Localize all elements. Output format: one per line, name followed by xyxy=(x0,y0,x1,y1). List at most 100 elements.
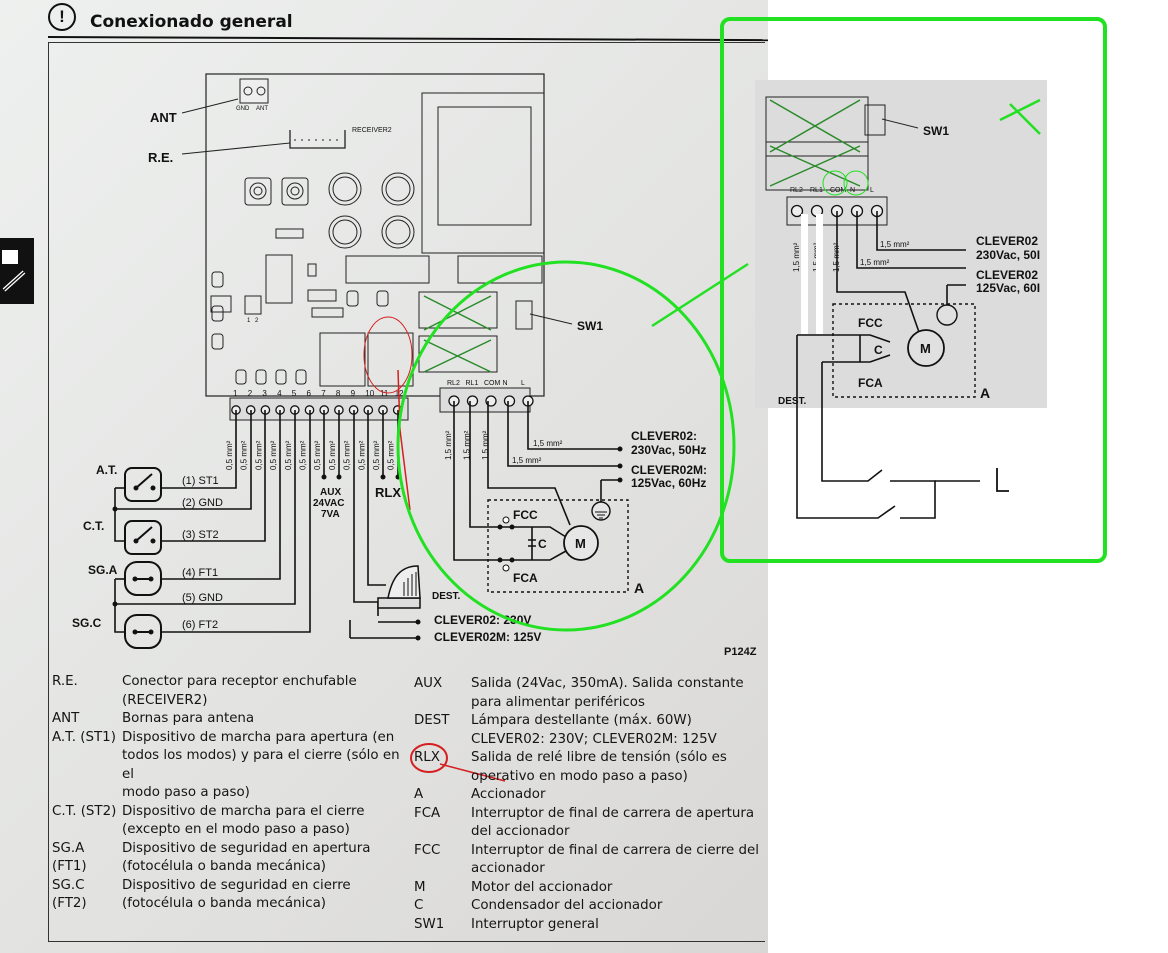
legend-line: para alimentar periféricos xyxy=(471,694,645,710)
legend-description: Lámpara destellante (máx. 60W)CLEVER02: … xyxy=(471,712,764,749)
aux-voltage: 24VAC xyxy=(313,498,345,509)
legend-line: operativo en modo paso a paso) xyxy=(471,768,688,784)
legend-description: Motor del accionador xyxy=(471,879,764,898)
legend-description: Accionador xyxy=(471,786,764,805)
legend-key: ANT xyxy=(52,711,80,726)
inset-clever02m-spec: 125Vac, 60I xyxy=(976,281,1040,295)
dip-switch xyxy=(244,295,262,315)
power-terminal-label: COM xyxy=(484,380,501,387)
inset-ground-icon xyxy=(936,304,958,326)
legend-line: (fotocélula o banda mecánica) xyxy=(122,896,327,911)
terminal-number: 3 xyxy=(262,389,267,398)
inset-terminal-label: COM xyxy=(830,187,847,194)
inset-actuator-box xyxy=(832,303,976,398)
fcc-label: FCC xyxy=(513,508,538,522)
inset-sw1-leader xyxy=(881,118,919,129)
legend-entry: SW1 Interruptor general xyxy=(414,916,764,935)
terminal-number: 4 xyxy=(277,389,282,398)
inset-fuse-holder-1 xyxy=(765,96,869,157)
ct-label: C.T. xyxy=(83,519,104,533)
power-terminal-label: L xyxy=(521,380,525,387)
terminal-number: 11 xyxy=(380,389,389,398)
ant-leader-line xyxy=(181,98,239,114)
ground-glyph xyxy=(595,511,607,519)
legend-line: Accionador xyxy=(471,787,546,802)
power-junctions xyxy=(497,446,623,563)
figure-code: P124Z xyxy=(724,646,757,658)
legend-line: todos los modos) y para el cierre (sólo … xyxy=(122,748,400,782)
terminal-block-12 xyxy=(229,397,409,421)
page-title: Conexionado general xyxy=(90,12,293,32)
motor-label: M xyxy=(575,536,586,551)
inset-wire-gauge: 1,5 mm² xyxy=(792,242,801,272)
red-highlight-rlx[interactable] xyxy=(410,743,448,773)
legend-entry: SG.A (FT1)Dispositivo de seguridad en ap… xyxy=(52,840,412,877)
wire-gauge-label: 0,5 mm² xyxy=(313,440,322,470)
legend-entry: SG.C (FT2)Dispositivo de seguridad en ci… xyxy=(52,877,412,914)
green-inset-frame[interactable] xyxy=(720,17,1107,563)
legend-description: Dispositivo de marcha para el cierre(exc… xyxy=(122,803,412,840)
potentiometers xyxy=(244,177,309,206)
terminal-number: 7 xyxy=(321,389,326,398)
led-1 xyxy=(211,271,224,288)
power-terminal-pin xyxy=(503,395,516,407)
inset-actuator-label: A xyxy=(980,385,990,401)
power-wire-gauge: 1,5 mm² xyxy=(463,430,472,460)
legend-line: Lámpara destellante (máx. 60W) xyxy=(471,713,692,728)
legend-key: AUX xyxy=(414,676,443,691)
figure-frame xyxy=(48,42,765,942)
lamp-clever02-voltage: CLEVER02: 230V xyxy=(434,613,531,627)
inset-green-crosses xyxy=(769,99,861,187)
red-highlight-relay[interactable] xyxy=(363,316,413,394)
inset-clever02-spec: 230Vac, 50I xyxy=(976,248,1040,262)
wire-gauge-label: 0,5 mm² xyxy=(284,440,293,470)
capacitors xyxy=(328,172,415,249)
legend-description: Dispositivo de seguridad en apertura(fot… xyxy=(122,840,412,877)
push-button xyxy=(210,295,232,313)
legend-description: Interruptor general xyxy=(471,916,764,935)
transformer-core xyxy=(437,106,532,226)
re-label: R.E. xyxy=(148,150,173,165)
power-terminal-label: N xyxy=(503,380,508,387)
legend-entry: ANT Bornas para antena xyxy=(52,710,412,729)
sw1-switch[interactable] xyxy=(515,300,533,330)
legend-line: Dispositivo de marcha para apertura (en xyxy=(122,729,395,745)
power-terminal-label: RL2 xyxy=(447,380,460,387)
antenna-terminal xyxy=(239,78,269,104)
inset-gauge-l: 1,5 mm² xyxy=(880,240,910,249)
small-chip xyxy=(307,263,317,277)
sw1-leader xyxy=(529,313,573,325)
inset-terminal-pin xyxy=(790,204,804,218)
dip-label-2: 2 xyxy=(255,318,259,324)
inset-terminal-label: RL2 xyxy=(790,187,803,194)
legend-description: Conector para receptor enchufable(RECEIV… xyxy=(122,673,412,710)
sw1-label: SW1 xyxy=(577,319,603,333)
lamp-clever02m-voltage: CLEVER02M: 125V xyxy=(434,630,541,644)
green-highlight-circle[interactable] xyxy=(396,260,736,632)
led-5 xyxy=(376,290,389,307)
inset-white-mask-2 xyxy=(816,214,823,334)
receiver-connector xyxy=(289,130,346,149)
wire-gauge-label: 0,5 mm² xyxy=(269,440,278,470)
microcontroller-chip xyxy=(265,254,293,304)
legend-line: accionador xyxy=(471,861,545,876)
legend-key: C.T. (ST2) xyxy=(52,803,117,819)
legend-description: Salida de relé libre de tensión (sólo es… xyxy=(471,749,764,786)
clever02-spec: 230Vac, 50Hz xyxy=(631,443,706,457)
legend-line: del accionador xyxy=(471,824,570,839)
inset-motor-label: M xyxy=(920,341,931,356)
legend-description: Condensador del accionador xyxy=(471,897,764,916)
wire-gauge-label: 0,5 mm² xyxy=(299,440,308,470)
legend-line: Bornas para antena xyxy=(122,711,255,726)
legend-key: SW1 xyxy=(414,916,445,932)
inset-capacitor-label: C xyxy=(874,343,883,357)
legend-line: modo paso a paso) xyxy=(122,785,250,800)
legend-description: Interruptor de final de carrera de apert… xyxy=(471,805,764,842)
fca-contact xyxy=(502,564,510,572)
sgc-label: SG.C xyxy=(72,616,102,630)
